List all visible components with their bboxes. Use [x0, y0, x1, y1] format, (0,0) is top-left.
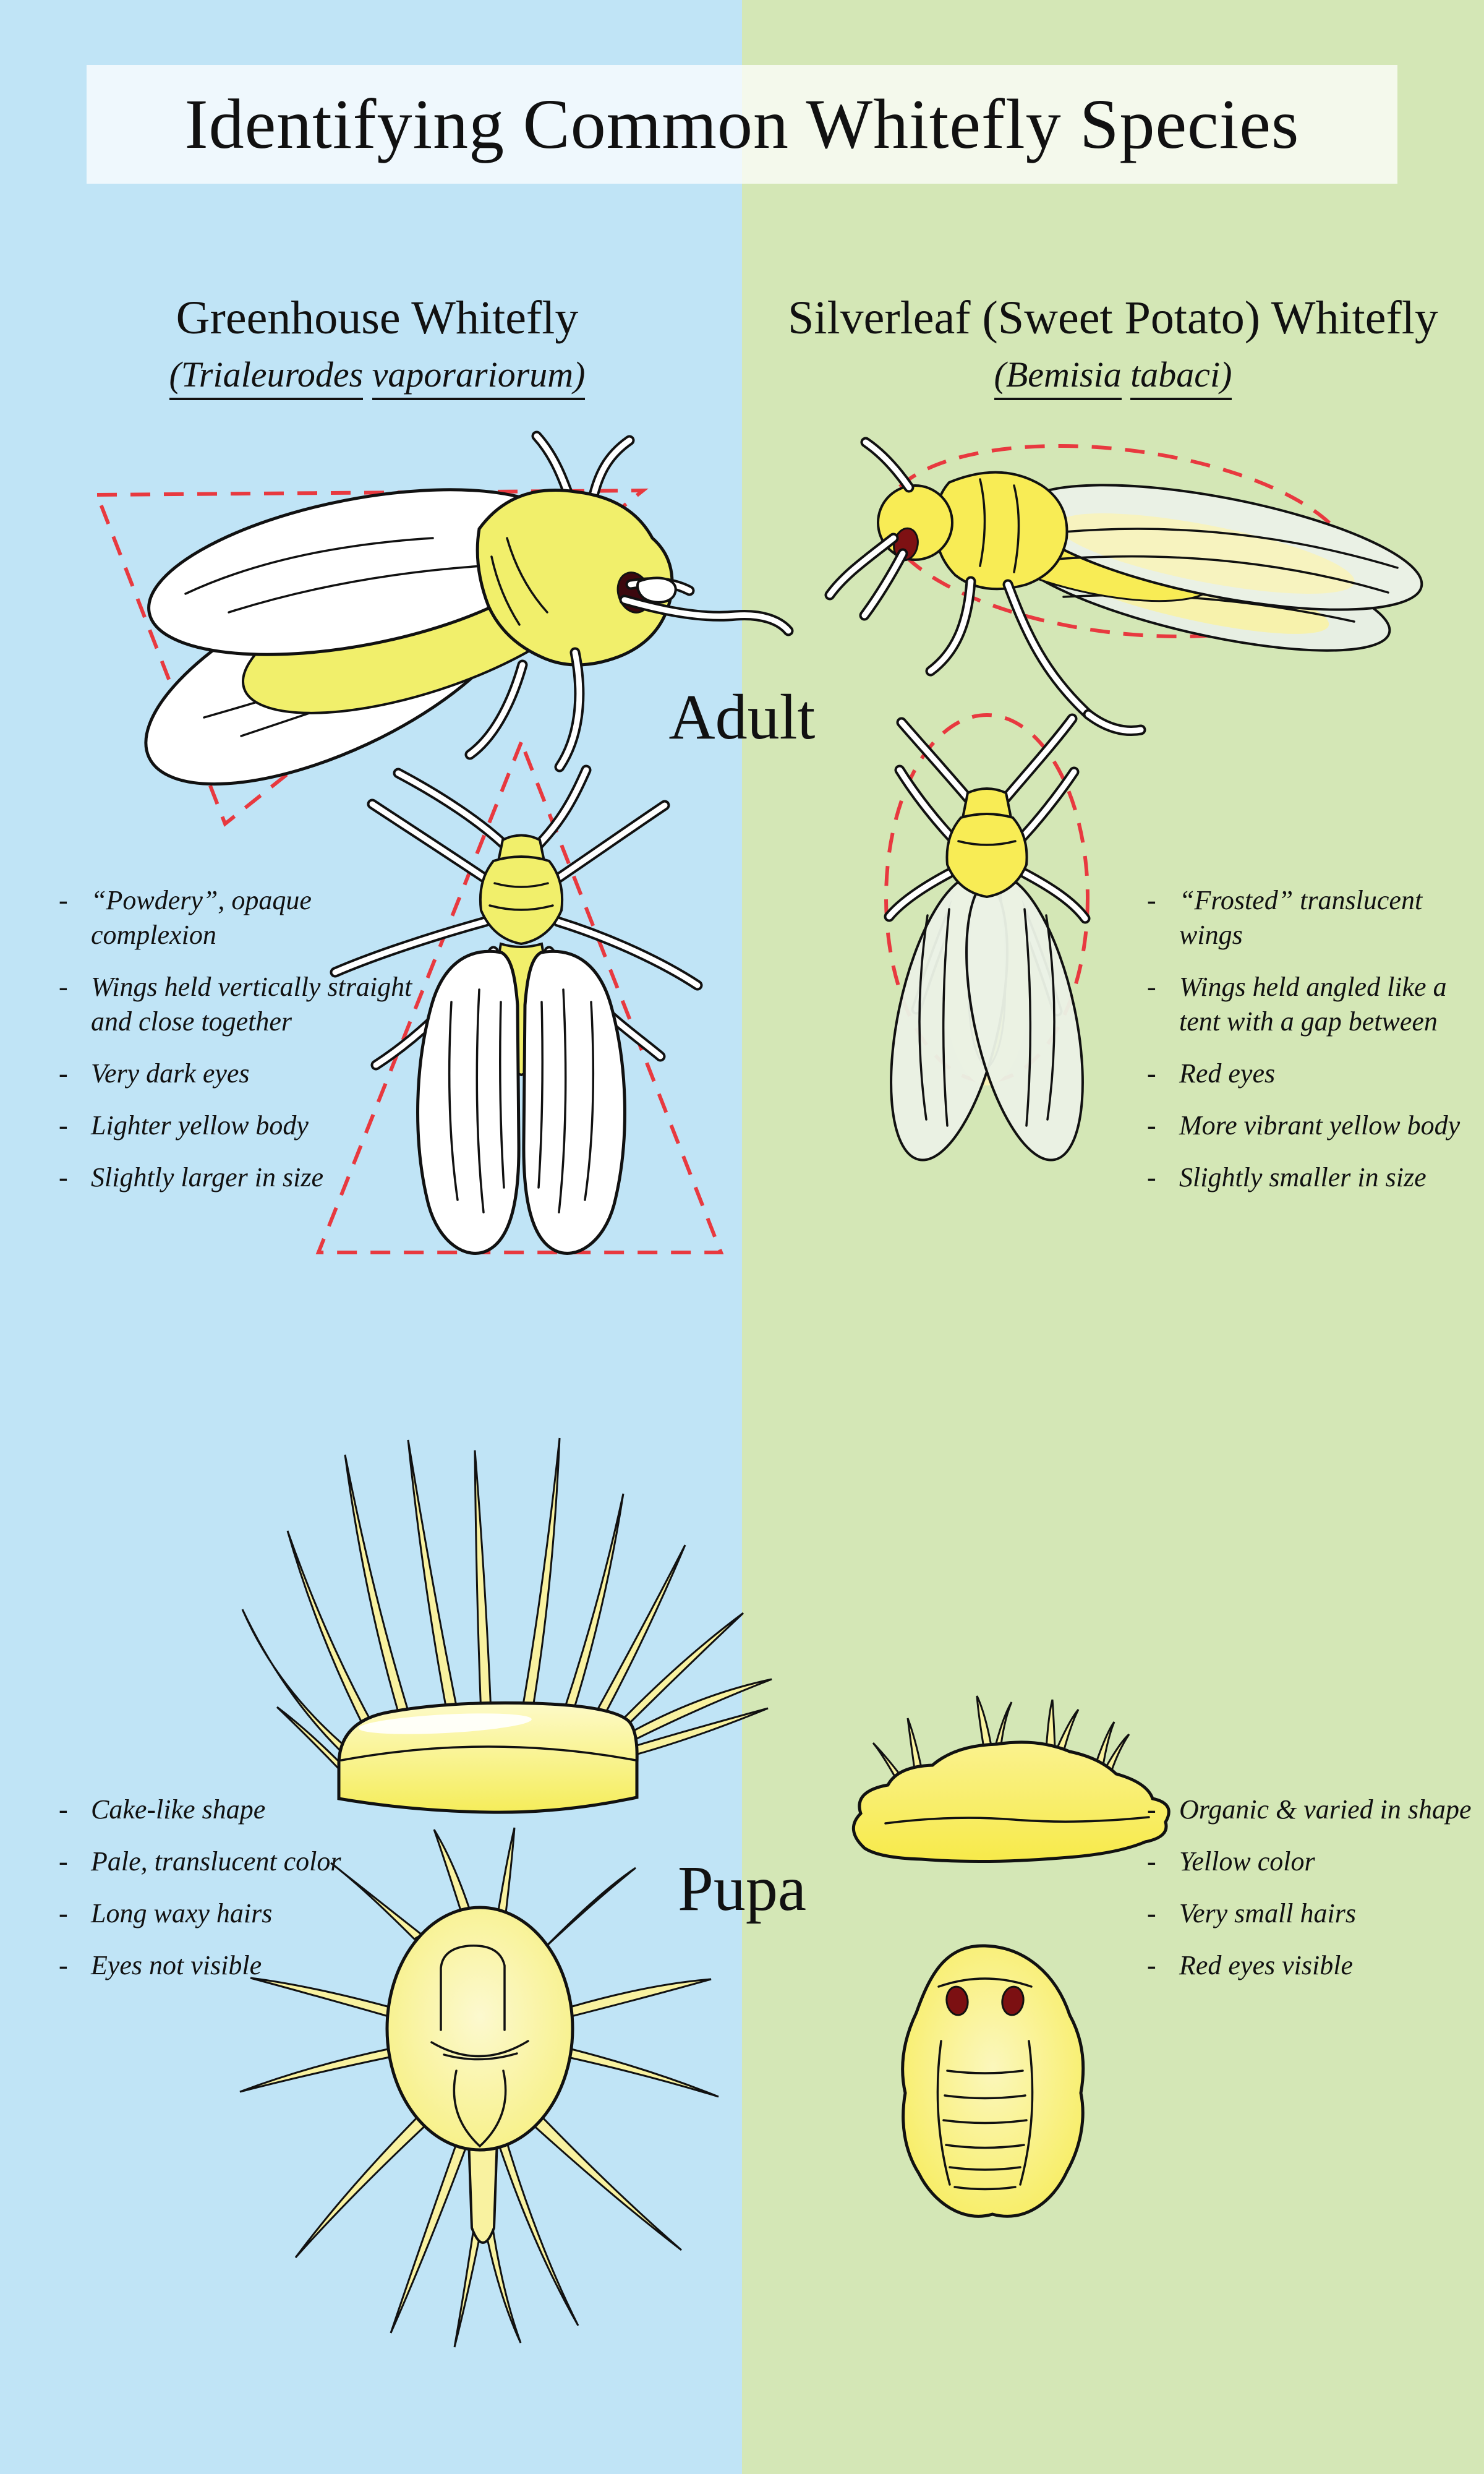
- greenhouse-top-thorax: [479, 855, 564, 946]
- greenhouse-scientific-name: (Trialeurodes vaporariorum): [93, 348, 662, 401]
- greenhouse-side-mouthcurl: [636, 576, 677, 604]
- greenhouse-adult-top-illustration: [315, 737, 724, 1255]
- silverleaf-side-thorax: [933, 471, 1068, 591]
- trait-item: Lighter yellow body: [53, 1108, 436, 1143]
- trait-item: Red eyes: [1141, 1056, 1482, 1091]
- greenhouse-side-body: [475, 489, 674, 667]
- trait-item: “Frosted” translucent wings: [1141, 883, 1482, 952]
- trait-item: Pale, translucent color: [53, 1844, 448, 1879]
- silverleaf-pupa-segments: [936, 2040, 1034, 2191]
- silverleaf-genus: (Bemisia: [994, 354, 1122, 400]
- silverleaf-scientific-name: (Bemisia tabaci): [767, 348, 1459, 401]
- silverleaf-common-name: Silverleaf (Sweet Potato) Whitefly: [788, 292, 1438, 344]
- greenhouse-pupa-side-illustration: [241, 1437, 772, 1814]
- greenhouse-species-epithet: vaporariorum): [372, 354, 586, 400]
- trait-item: Eyes not visible: [53, 1948, 448, 1983]
- greenhouse-pupa-top-hairs: [239, 1827, 719, 2348]
- silverleaf-header: Silverleaf (Sweet Potato) Whitefly (Bemi…: [767, 288, 1459, 401]
- silverleaf-adult-side-illustration: [824, 437, 1423, 737]
- greenhouse-top-wings: [416, 949, 626, 1255]
- adult-stage-label: Adult: [668, 682, 816, 753]
- greenhouse-pupa-waxy-hairs: [241, 1437, 772, 1773]
- greenhouse-pupa-top-illustration: [239, 1827, 719, 2348]
- greenhouse-genus: (Trialeurodes: [169, 354, 364, 400]
- silverleaf-pupa-side-illustration: [851, 1695, 1171, 1864]
- silverleaf-adult-traits-list: “Frosted” translucent wings Wings held a…: [1141, 883, 1482, 1212]
- silverleaf-pupa-right-red-eye: [1001, 1985, 1025, 2016]
- greenhouse-pupa-highlight: [359, 1713, 532, 1734]
- trait-item: Yellow color: [1141, 1844, 1482, 1879]
- trait-item: More vibrant yellow body: [1141, 1108, 1482, 1143]
- silverleaf-pupa-left-red-eye: [945, 1985, 969, 2016]
- greenhouse-header: Greenhouse Whitefly (Trialeurodes vapora…: [93, 288, 662, 401]
- trait-item: Wings held vertically straight and close…: [53, 970, 436, 1039]
- silverleaf-top-thorax: [945, 813, 1028, 899]
- silverleaf-pupa-blob-body: [851, 1740, 1171, 1864]
- greenhouse-pupa-traits-list: Cake-like shape Pale, translucent color …: [53, 1792, 448, 2000]
- silverleaf-species-epithet: tabaci): [1130, 354, 1232, 400]
- trait-item: Slightly smaller in size: [1141, 1160, 1482, 1195]
- trait-item: Slightly larger in size: [53, 1160, 436, 1195]
- trait-item: Very dark eyes: [53, 1056, 436, 1091]
- trait-item: Long waxy hairs: [53, 1896, 448, 1931]
- silverleaf-pupa-top-body: [901, 1944, 1085, 2218]
- title-banner: Identifying Common Whitefly Species: [87, 65, 1397, 184]
- greenhouse-adult-side-illustration: [94, 430, 794, 827]
- silverleaf-adult-top-dashed-ellipse: [884, 713, 1090, 1083]
- trait-item: Cake-like shape: [53, 1792, 448, 1827]
- trait-item: Red eyes visible: [1141, 1948, 1482, 1983]
- trait-item: Organic & varied in shape: [1141, 1792, 1482, 1827]
- greenhouse-adult-traits-list: “Powdery”, opaque complexion Wings held …: [53, 883, 436, 1212]
- greenhouse-common-name: Greenhouse Whitefly: [176, 292, 579, 344]
- silverleaf-pupa-top-illustration: [901, 1944, 1085, 2218]
- trait-item: “Powdery”, opaque complexion: [53, 883, 436, 952]
- page-title: Identifying Common Whitefly Species: [184, 85, 1300, 163]
- silverleaf-top-wings: [890, 873, 1084, 1162]
- pupa-stage-label: Pupa: [678, 1853, 806, 1924]
- trait-item: Wings held angled like a tent with a gap…: [1141, 970, 1482, 1039]
- trait-item: Very small hairs: [1141, 1896, 1482, 1931]
- silverleaf-adult-top-illustration: [884, 713, 1091, 1162]
- silverleaf-pupa-traits-list: Organic & varied in shape Yellow color V…: [1141, 1792, 1482, 2000]
